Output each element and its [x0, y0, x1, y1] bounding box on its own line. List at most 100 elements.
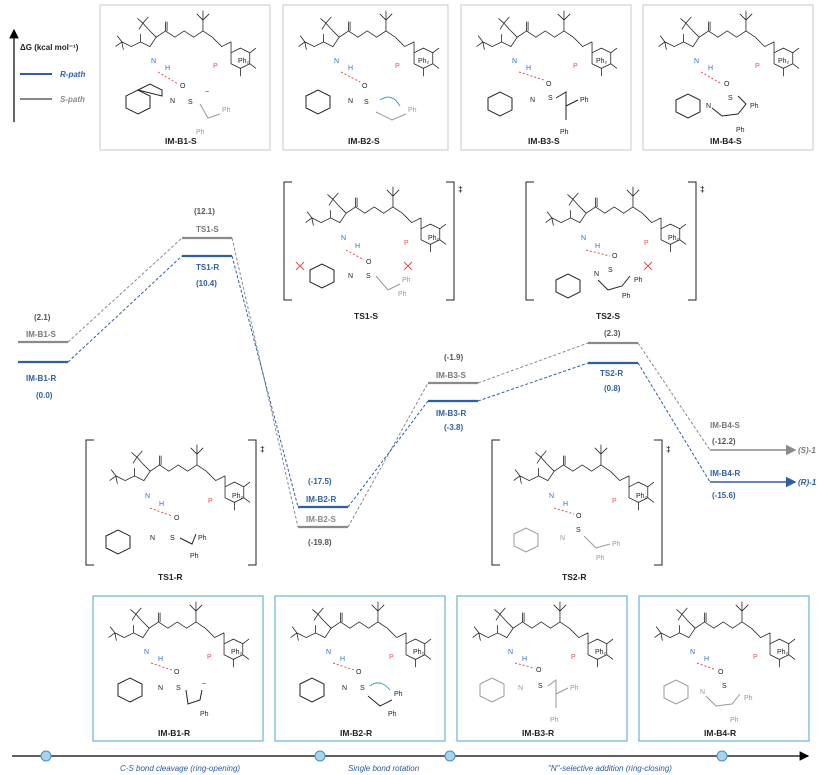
svg-text:Ph₂: Ph₂	[636, 493, 648, 500]
svg-text:S: S	[170, 535, 175, 542]
svg-text:P: P	[404, 240, 409, 247]
stage-label-1: C-S bond cleavage (ring-opening)	[120, 764, 240, 773]
svg-text:H: H	[159, 501, 164, 508]
caption-im-b3-s: IM-B3-S	[528, 136, 560, 146]
svg-text:O: O	[362, 83, 368, 90]
svg-text:N: N	[342, 685, 347, 692]
svg-text:Ph: Ph	[622, 293, 631, 300]
svg-text:S: S	[722, 683, 727, 690]
svg-text:P: P	[213, 63, 218, 70]
stage-label-3: "N"-selective addition (ring-closing)	[548, 764, 672, 773]
value-im-b2-r: (-17.5)	[308, 477, 332, 486]
top-structure-box-4: H N Ph₂ P O S N Ph Ph IM-B4-S	[642, 4, 814, 151]
caption-im-b4-s: IM-B4-S	[710, 136, 742, 146]
svg-text:‡: ‡	[458, 184, 463, 194]
svg-text:Ph₂: Ph₂	[231, 649, 243, 656]
y-axis-label: ΔG (kcal mol⁻¹)	[20, 43, 79, 52]
svg-text:H: H	[522, 656, 527, 663]
ts1-s-structure: ‡ H N Ph₂ P O S N Ph Ph TS1-S	[283, 181, 463, 321]
label-im-b1-r: IM-B1-R	[26, 374, 56, 383]
value-im-b2-s: (-19.8)	[308, 538, 332, 547]
value-im-b3-r: (-3.8)	[444, 423, 463, 432]
svg-text:Ph: Ph	[570, 685, 579, 692]
svg-text:H: H	[355, 243, 360, 250]
label-ts1-r: TS1-R	[196, 263, 219, 272]
svg-text:P: P	[644, 240, 649, 247]
svg-text:N: N	[158, 685, 163, 692]
svg-text:N: N	[334, 58, 339, 65]
svg-text:S: S	[728, 95, 733, 102]
svg-text:H: H	[348, 65, 353, 72]
svg-text:O: O	[180, 83, 186, 90]
label-ts1-s: TS1-S	[196, 225, 219, 234]
axis-node-4	[716, 750, 728, 762]
svg-text:−: −	[202, 681, 206, 688]
caption-ts2-s: TS2-S	[596, 311, 620, 321]
svg-text:N: N	[690, 649, 695, 656]
svg-text:Ph: Ph	[394, 691, 403, 698]
svg-text:‡: ‡	[260, 444, 265, 454]
svg-text:Ph₂: Ph₂	[596, 58, 608, 65]
value-im-b4-s: (-12.2)	[712, 437, 736, 446]
axis-node-1	[40, 750, 52, 762]
bottom-structure-box-2: H N Ph₂ P O S N Ph Ph IM-B2-R	[274, 595, 446, 742]
svg-text:P: P	[573, 63, 578, 70]
svg-text:H: H	[526, 65, 531, 72]
svg-text:S: S	[608, 267, 613, 274]
product-s: (S)-1	[798, 446, 816, 455]
value-im-b1-r: (0.0)	[36, 391, 53, 400]
svg-text:H: H	[165, 65, 170, 72]
svg-text:N: N	[706, 103, 711, 110]
svg-text:N: N	[145, 493, 150, 500]
svg-text:N: N	[530, 97, 535, 104]
svg-text:Ph: Ph	[200, 711, 209, 718]
svg-text:Ph: Ph	[388, 711, 397, 718]
bottom-structure-box-3: H N Ph₂ P O S N Ph Ph IM-B3-R	[456, 595, 628, 742]
svg-text:Ph: Ph	[736, 127, 745, 134]
svg-text:Ph: Ph	[196, 129, 205, 136]
svg-text:N: N	[150, 535, 155, 542]
svg-text:Ph: Ph	[198, 535, 207, 542]
svg-text:Ph: Ph	[190, 553, 199, 560]
svg-text:H: H	[340, 656, 345, 663]
svg-text:S: S	[576, 527, 581, 534]
svg-text:N: N	[144, 649, 149, 656]
svg-text:Ph₂: Ph₂	[413, 649, 425, 656]
caption-im-b2-s: IM-B2-S	[348, 136, 380, 146]
top-structure-box-3: H N Ph₂ P O S N Ph Ph IM-B3-S	[460, 4, 632, 151]
svg-text:Ph₂: Ph₂	[595, 649, 607, 656]
caption-im-b3-r: IM-B3-R	[522, 728, 554, 738]
s-path-connectors	[67, 237, 711, 528]
value-ts2-r: (0.8)	[604, 384, 621, 393]
svg-text:O: O	[546, 81, 552, 88]
product-r: (R)-1	[798, 478, 817, 487]
svg-text:N: N	[508, 649, 513, 656]
svg-text:H: H	[563, 501, 568, 508]
svg-text:O: O	[576, 513, 582, 520]
svg-text:O: O	[174, 515, 180, 522]
label-im-b4-r: IM-B4-R	[710, 469, 740, 478]
svg-text:N: N	[594, 271, 599, 278]
svg-text:P: P	[755, 63, 760, 70]
svg-text:N: N	[341, 235, 346, 242]
label-ts2-r: TS2-R	[600, 369, 623, 378]
value-ts1-s: (12.1)	[194, 207, 215, 216]
svg-text:Ph: Ph	[596, 555, 605, 562]
svg-text:P: P	[208, 498, 213, 505]
ts2-r-structure: ‡ H N Ph₂ P O S N Ph Ph TS2-R	[491, 439, 671, 582]
svg-text:Ph: Ph	[560, 129, 569, 136]
svg-text:S: S	[366, 273, 371, 280]
top-structure-box-2: H N Ph₂ P O S N Ph IM-B2-S	[282, 4, 449, 151]
ts2-s-structure: ‡ H N Ph₂ P O S N Ph Ph TS2-S	[525, 181, 705, 321]
svg-text:Ph₂: Ph₂	[232, 493, 244, 500]
svg-text:N: N	[326, 649, 331, 656]
svg-text:H: H	[158, 656, 163, 663]
svg-text:Ph: Ph	[402, 277, 411, 284]
caption-im-b2-r: IM-B2-R	[340, 728, 372, 738]
svg-text:S: S	[364, 99, 369, 106]
svg-text:Ph: Ph	[398, 291, 407, 298]
svg-text:Ph₂: Ph₂	[428, 235, 440, 242]
svg-text:P: P	[612, 498, 617, 505]
svg-text:H: H	[708, 65, 713, 72]
